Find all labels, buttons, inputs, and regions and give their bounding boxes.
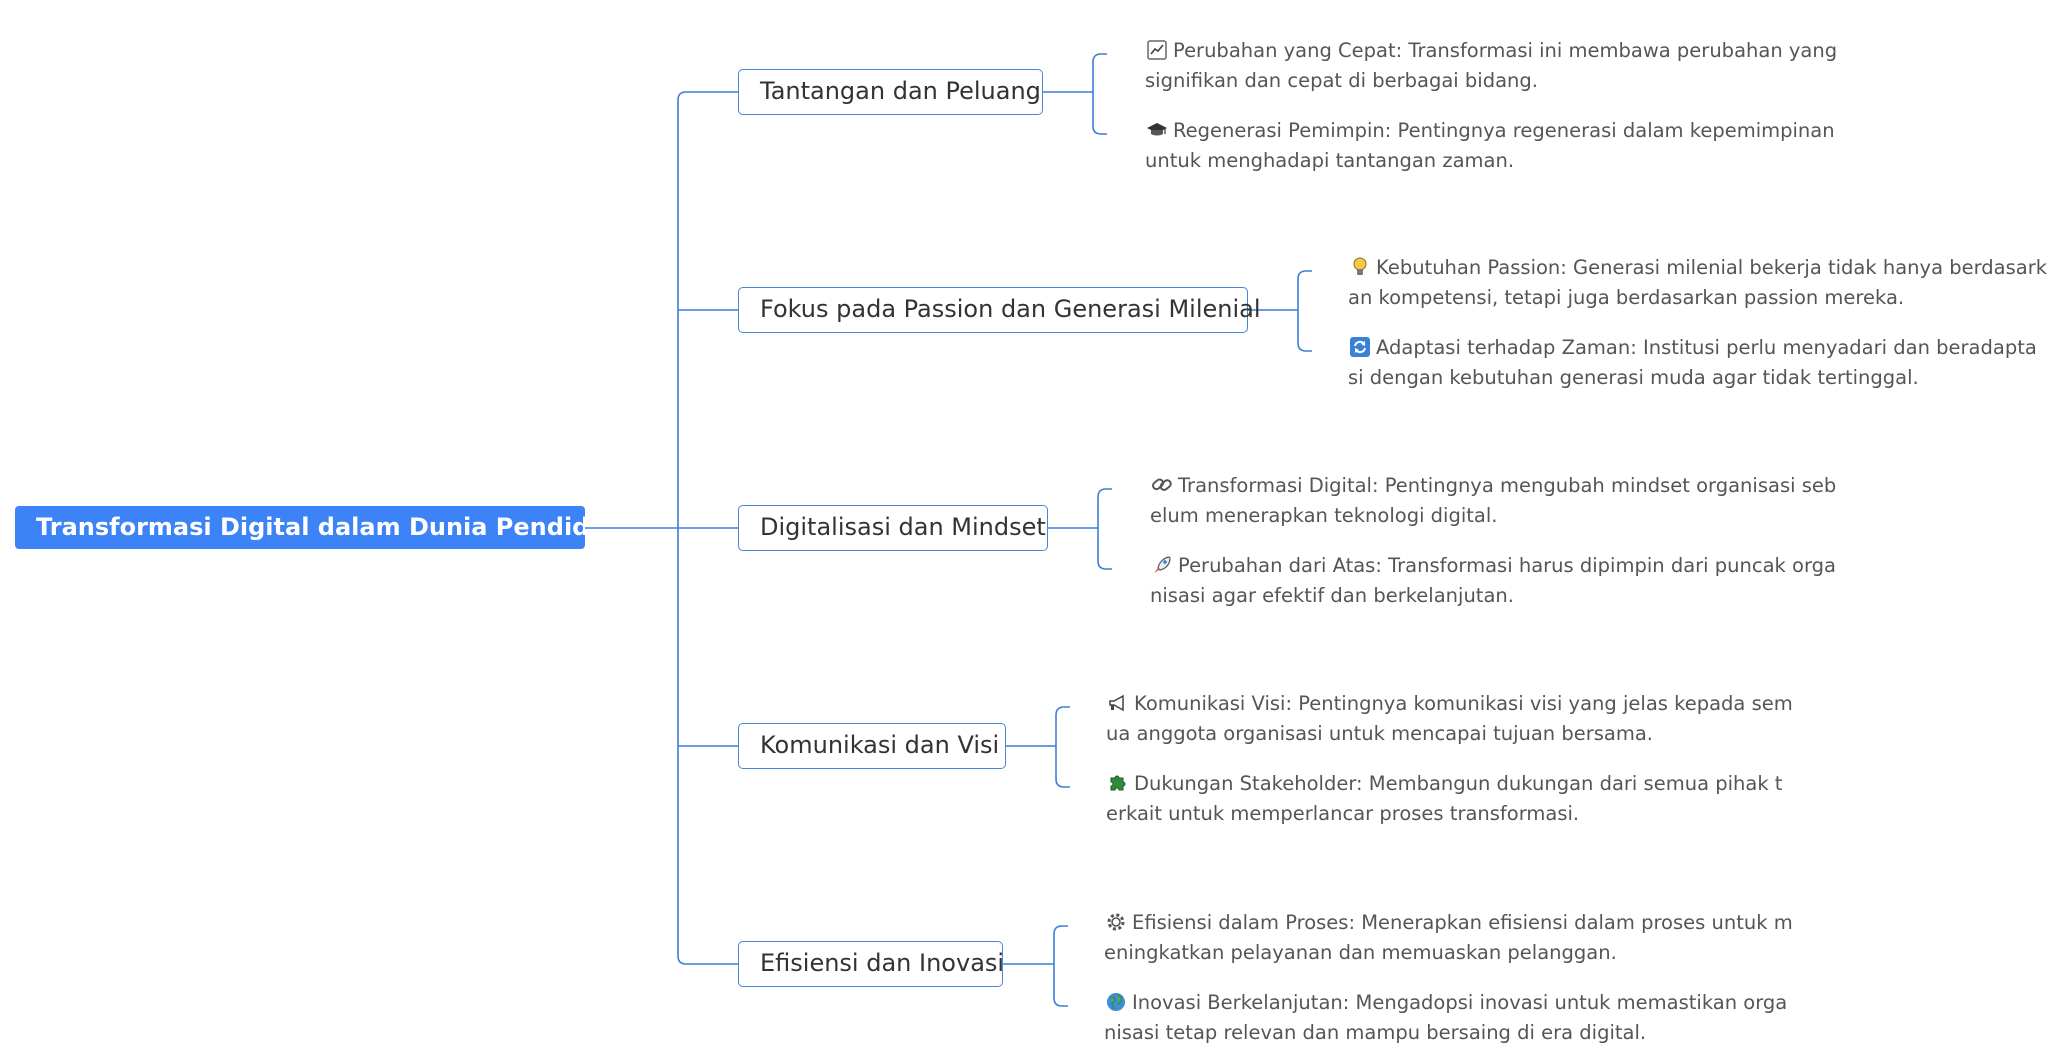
- branch-node-komunikasi-dan-visi[interactable]: Komunikasi dan Visi: [738, 723, 1006, 769]
- puzzle-piece-icon: [1106, 771, 1130, 795]
- leaf-note: Dukungan Stakeholder: Membangun dukungan…: [1106, 769, 1782, 829]
- leaf-text: nisasi tetap relevan dan mampu bersaing …: [1104, 1021, 1647, 1044]
- globe-icon: [1104, 990, 1128, 1014]
- leaf-text: Adaptasi terhadap Zaman: Institusi perlu…: [1376, 336, 2037, 359]
- leaf-text-line: Transformasi Digital: Pentingnya menguba…: [1150, 471, 1836, 501]
- leaf-text: Komunikasi Visi: Pentingnya komunikasi v…: [1134, 692, 1793, 715]
- leaf-note: Adaptasi terhadap Zaman: Institusi perlu…: [1348, 333, 2037, 393]
- branch-connector: [677, 955, 738, 965]
- leaf-text-line: erkait untuk memperlancar proses transfo…: [1106, 799, 1782, 829]
- leaf-text-line: untuk menghadapi tantangan zaman.: [1145, 146, 1835, 176]
- leaf-text-line: Efisiensi dalam Proses: Menerapkan efisi…: [1104, 908, 1793, 938]
- branch-label: Digitalisasi dan Mindset: [760, 513, 1046, 541]
- graduation-cap-icon: [1145, 118, 1169, 142]
- leaf-note: Inovasi Berkelanjutan: Mengadopsi inovas…: [1104, 988, 1787, 1048]
- branch-node-fokus-pada-passion-dan-generasi-milenial[interactable]: Fokus pada Passion dan Generasi Milenial: [738, 287, 1261, 333]
- leaf-text-line: elum menerapkan teknologi digital.: [1150, 501, 1836, 531]
- leaf-text: nisasi agar efektif dan berkelanjutan.: [1150, 584, 1514, 607]
- leaf-text: Kebutuhan Passion: Generasi milenial bek…: [1376, 256, 2048, 279]
- root-label: Transformasi Digital dalam Dunia Pendidi…: [36, 513, 585, 541]
- branch-label: Komunikasi dan Visi: [760, 731, 1000, 759]
- leaf-text-line: Kebutuhan Passion: Generasi milenial bek…: [1348, 253, 2047, 283]
- leaf-text-line: signifikan dan cepat di berbagai bidang.: [1145, 66, 1837, 96]
- leaf-text-line: Dukungan Stakeholder: Membangun dukungan…: [1106, 769, 1782, 799]
- leaf-text-line: Perubahan dari Atas: Transformasi harus …: [1150, 551, 1836, 581]
- leaf-note: Komunikasi Visi: Pentingnya komunikasi v…: [1106, 689, 1793, 749]
- link-icon: [1150, 473, 1174, 497]
- leaf-note: Efisiensi dalam Proses: Menerapkan efisi…: [1104, 908, 1793, 968]
- leaf-bracket: [1053, 925, 1068, 1007]
- leaf-text-line: Adaptasi terhadap Zaman: Institusi perlu…: [1348, 333, 2037, 363]
- leaf-text: Regenerasi Pemimpin: Pentingnya regenera…: [1173, 119, 1835, 142]
- leaf-text: Dukungan Stakeholder: Membangun dukungan…: [1134, 772, 1783, 795]
- leaf-text-line: nisasi tetap relevan dan mampu bersaing …: [1104, 1018, 1787, 1048]
- leaf-note: Regenerasi Pemimpin: Pentingnya regenera…: [1145, 116, 1835, 176]
- leaf-text: Transformasi Digital: Pentingnya menguba…: [1178, 474, 1837, 497]
- leaf-text-line: eningkatkan pelayanan dan memuaskan pela…: [1104, 938, 1793, 968]
- branch-node-digitalisasi-dan-mindset[interactable]: Digitalisasi dan Mindset: [738, 505, 1048, 551]
- leaf-text-line: Perubahan yang Cepat: Transformasi ini m…: [1145, 36, 1837, 66]
- chart-increasing-icon: [1145, 38, 1169, 62]
- leaf-text-line: nisasi agar efektif dan berkelanjutan.: [1150, 581, 1836, 611]
- leaf-bracket: [1297, 270, 1312, 352]
- branch-label: Fokus pada Passion dan Generasi Milenial: [760, 295, 1261, 323]
- rocket-icon: [1150, 553, 1174, 577]
- leaf-text-line: Inovasi Berkelanjutan: Mengadopsi inovas…: [1104, 988, 1787, 1018]
- branch-node-tantangan-dan-peluang[interactable]: Tantangan dan Peluang: [738, 69, 1043, 115]
- branch-label: Efisiensi dan Inovasi: [760, 949, 1005, 977]
- leaf-bracket: [1055, 706, 1070, 788]
- leaf-text: ua anggota organisasi untuk mencapai tuj…: [1106, 722, 1653, 745]
- leaf-text-line: Regenerasi Pemimpin: Pentingnya regenera…: [1145, 116, 1835, 146]
- leaf-bracket: [1097, 488, 1112, 570]
- gear-icon: [1104, 910, 1128, 934]
- leaf-note: Perubahan dari Atas: Transformasi harus …: [1150, 551, 1836, 611]
- leaf-note: Perubahan yang Cepat: Transformasi ini m…: [1145, 36, 1837, 96]
- leaf-note: Kebutuhan Passion: Generasi milenial bek…: [1348, 253, 2047, 313]
- leaf-text: Perubahan dari Atas: Transformasi harus …: [1178, 554, 1836, 577]
- leaf-text-line: an kompetensi, tetapi juga berdasarkan p…: [1348, 283, 2047, 313]
- branch-label: Tantangan dan Peluang: [760, 77, 1041, 105]
- leaf-note: Transformasi Digital: Pentingnya menguba…: [1150, 471, 1836, 531]
- leaf-text: signifikan dan cepat di berbagai bidang.: [1145, 69, 1538, 92]
- leaf-text-line: ua anggota organisasi untuk mencapai tuj…: [1106, 719, 1793, 749]
- leaf-text: si dengan kebutuhan generasi muda agar t…: [1348, 366, 1919, 389]
- megaphone-icon: [1106, 691, 1130, 715]
- leaf-bracket: [1092, 53, 1107, 135]
- leaf-text: untuk menghadapi tantangan zaman.: [1145, 149, 1515, 172]
- leaf-text: Inovasi Berkelanjutan: Mengadopsi inovas…: [1132, 991, 1788, 1014]
- leaf-text: an kompetensi, tetapi juga berdasarkan p…: [1348, 286, 1905, 309]
- leaf-text: eningkatkan pelayanan dan memuaskan pela…: [1104, 941, 1617, 964]
- refresh-arrows-icon: [1348, 335, 1372, 359]
- leaf-text: Perubahan yang Cepat: Transformasi ini m…: [1173, 39, 1838, 62]
- leaf-text-line: si dengan kebutuhan generasi muda agar t…: [1348, 363, 2037, 393]
- leaf-text: erkait untuk memperlancar proses transfo…: [1106, 802, 1580, 825]
- leaf-text-line: Komunikasi Visi: Pentingnya komunikasi v…: [1106, 689, 1793, 719]
- branch-connector: [677, 91, 738, 101]
- root-node[interactable]: Transformasi Digital dalam Dunia Pendidi…: [15, 506, 585, 549]
- light-bulb-icon: [1348, 255, 1372, 279]
- leaf-text: Efisiensi dalam Proses: Menerapkan efisi…: [1132, 911, 1793, 934]
- leaf-text: elum menerapkan teknologi digital.: [1150, 504, 1498, 527]
- branch-node-efisiensi-dan-inovasi[interactable]: Efisiensi dan Inovasi: [738, 941, 1005, 987]
